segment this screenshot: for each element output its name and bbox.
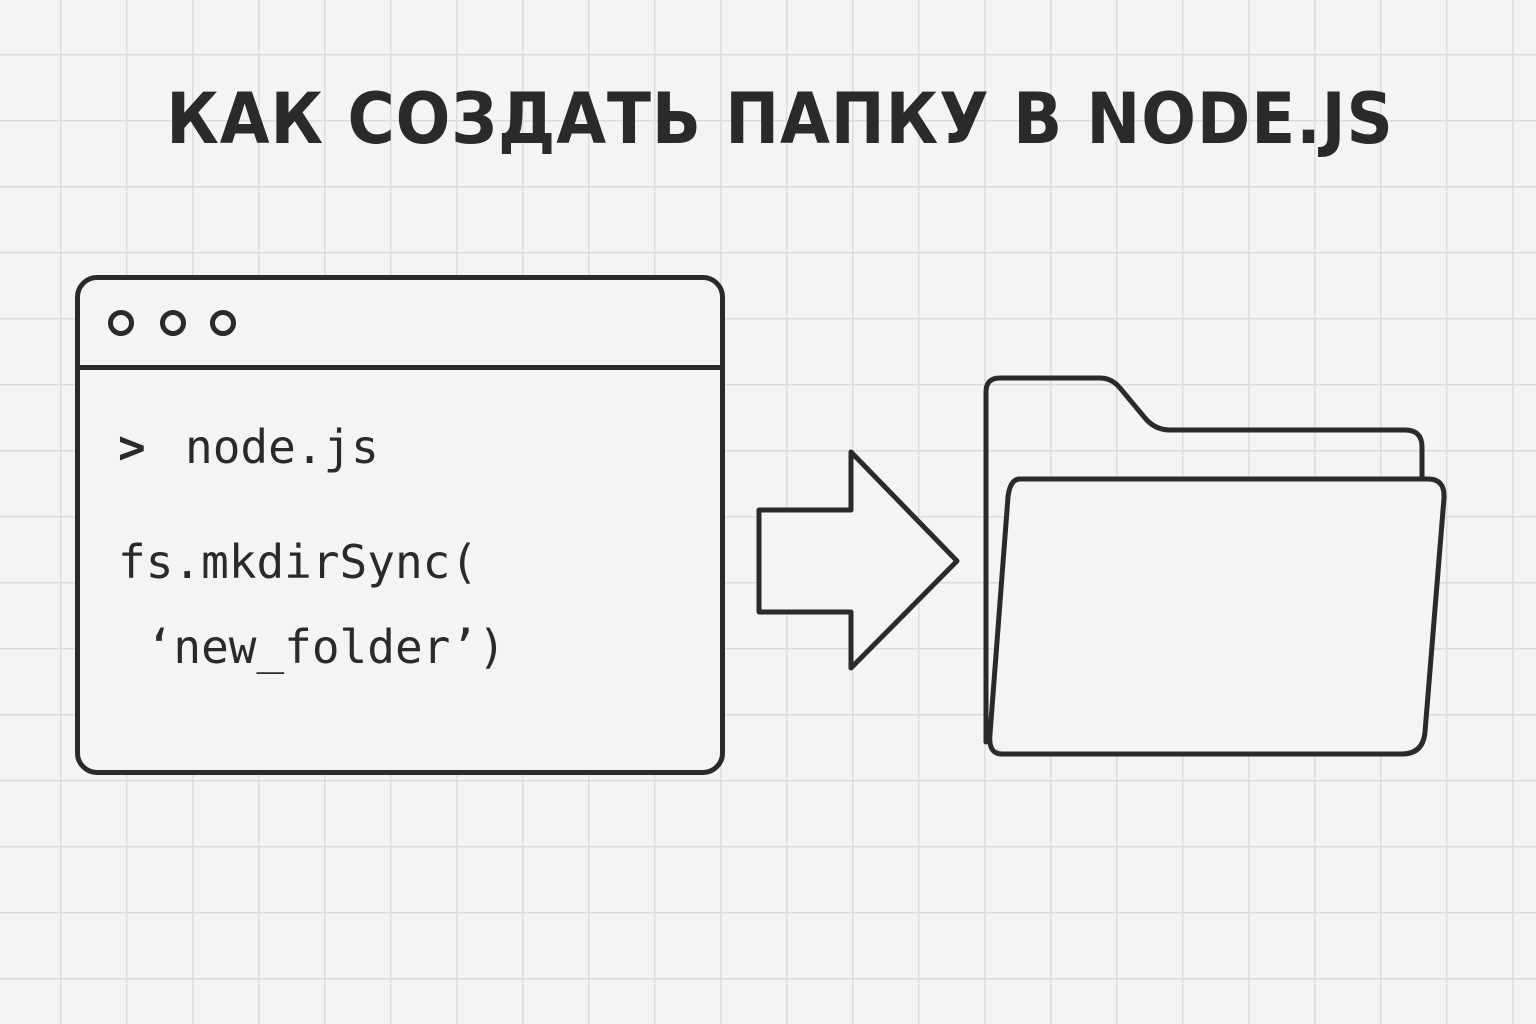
command-text: node.js xyxy=(185,420,379,474)
arrow-right-icon xyxy=(756,449,960,671)
window-control-circle-icon xyxy=(160,310,186,336)
terminal-titlebar xyxy=(80,280,720,370)
prompt-chevron-icon: > xyxy=(118,420,146,474)
window-control-circle-icon xyxy=(108,310,134,336)
page-title: КАК СОЗДАТЬ ПАПКУ В NODE.JS xyxy=(166,78,1394,160)
terminal-window: > node.js fs.mkdirSync( ‘new_folder’) xyxy=(75,275,725,775)
code-line-1: fs.mkdirSync( xyxy=(118,535,479,589)
code-line-2: ‘new_folder’) xyxy=(118,620,506,674)
open-folder-icon xyxy=(983,375,1447,757)
window-control-circle-icon xyxy=(210,310,236,336)
